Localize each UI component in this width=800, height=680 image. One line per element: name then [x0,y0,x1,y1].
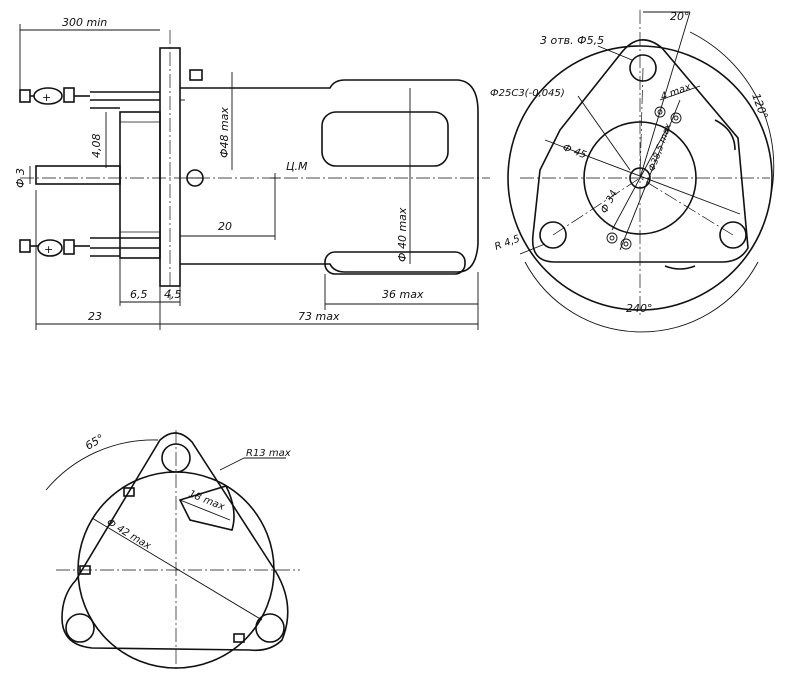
dim-20: 20 [218,220,232,233]
dim-shaft-diameter: Ф 3 [14,168,27,188]
dim-36: 36 max [382,288,424,301]
angle-240: 240° [626,302,653,315]
dim-height-4-08: 4,08 [90,134,103,159]
dim-phi45: Ф 45 [561,142,588,161]
body-window-top [321,111,449,167]
dim-phi34: Ф 34 [599,189,620,216]
side-view: + + 300 min Ф48 max 4,08 Ф 3 [14,16,490,330]
mount-hole-left-icon [539,221,567,249]
dim-4max: 4 max [659,82,692,103]
dim-phi42: Ф 42 max [104,517,152,552]
holes-label: 3 отв. Ф5,5 [540,34,604,47]
dim-73: 73 max [298,310,340,323]
rear-radius-label: R13 max [246,448,291,459]
body-window-bottom [324,251,466,275]
end-flange-outline [531,39,749,263]
mount-hole-right-icon [719,221,747,249]
lead-wires-top: + [19,87,160,109]
rear-boss [178,485,235,531]
rear-view: 65° R13 max 18 max Ф 42 max [45,430,300,670]
dim-23: 23 [88,310,102,323]
rear-hole-right-icon [255,613,285,643]
center-of-mass-label: Ц.М [286,160,308,173]
svg-text:+: + [44,243,53,256]
rear-hole-left-icon [65,613,95,643]
svg-text:+: + [42,91,51,104]
spigot-label: Ф25C3(-0,045) [490,88,565,99]
terminal-block [119,111,161,259]
mount-hole-top-icon [629,54,657,82]
end-view: 20° 120° 240° 3 отв. Ф5,5 Ф25C3(-0,045) … [490,10,775,333]
lead-wires-bottom: + [19,237,160,257]
rear-flange-outline [61,432,289,652]
dim-lead-length: 300 min [62,16,107,29]
dim-body-diameter: Ф48 max [218,107,231,158]
dim-4-5: 4,5 [164,288,182,301]
shaft [35,165,121,185]
dim-phi38: Ф38,5 max [647,122,674,173]
angle-120: 120° [749,92,770,121]
radius-label: R 4,5 [493,234,521,253]
dim-6-5: 6,5 [130,288,148,301]
angle-20: 20° [670,10,690,23]
dim-max-diameter: Ф 40 max [396,207,409,262]
